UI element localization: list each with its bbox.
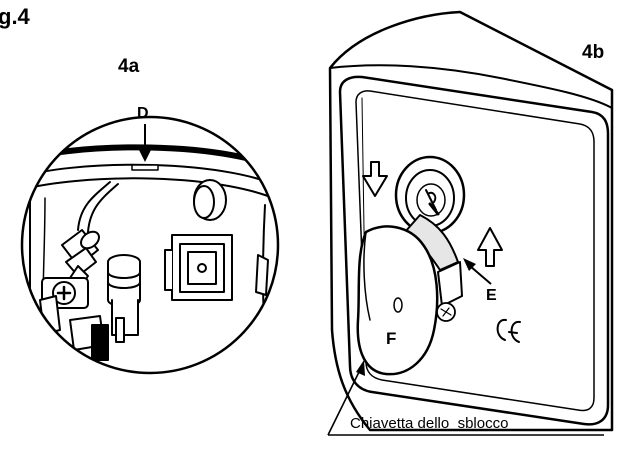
ce-mark-icon bbox=[496, 318, 521, 343]
screw-icon bbox=[436, 302, 456, 322]
key-icon bbox=[356, 225, 439, 376]
bracket-clip bbox=[164, 234, 233, 301]
lock-cylinder bbox=[394, 155, 466, 235]
panel-b-label: 4b bbox=[582, 42, 604, 63]
callout-d-arrow bbox=[139, 124, 151, 162]
device-housing-4b bbox=[328, 10, 614, 432]
detail-view-4a bbox=[22, 144, 278, 373]
callout-d-label: D bbox=[137, 105, 149, 122]
round-cap bbox=[193, 179, 227, 221]
arrow-down-icon bbox=[362, 161, 388, 197]
figure-label: g.4 bbox=[0, 4, 31, 29]
panel-a-label: 4a bbox=[118, 56, 140, 77]
caption-text: Chiavetta dello sblocco bbox=[350, 415, 508, 432]
connector-middle bbox=[107, 254, 141, 343]
caption-leader bbox=[327, 360, 604, 436]
callout-e-label: E bbox=[486, 287, 497, 304]
callout-f-label: F bbox=[386, 329, 396, 348]
screw-icon bbox=[41, 277, 89, 309]
detail-circle bbox=[20, 115, 280, 375]
arrow-up-icon bbox=[477, 227, 503, 267]
callout-e-arrow bbox=[463, 258, 492, 285]
